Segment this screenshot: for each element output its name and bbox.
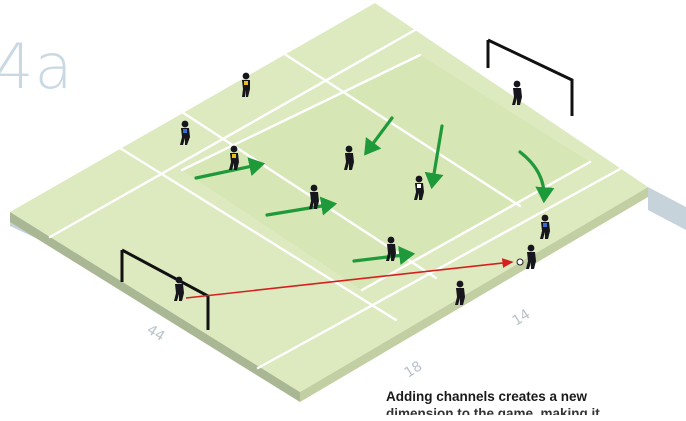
channel-line-left xyxy=(48,24,424,239)
player-figure xyxy=(180,120,190,145)
caption-line-2: dimension to the game, making it xyxy=(386,406,600,415)
pitch-side-left xyxy=(10,212,300,402)
player-figure xyxy=(512,80,522,105)
player-figure xyxy=(455,280,465,305)
caption: Adding channels creates a new dimension … xyxy=(386,388,686,415)
step-label: 4a xyxy=(0,30,74,103)
player-figure xyxy=(174,276,184,301)
zone-line-1 xyxy=(118,146,398,322)
dimension-length-label: 44 xyxy=(144,322,168,345)
goal-top-right xyxy=(486,38,574,116)
run-arrow xyxy=(352,246,416,266)
run-arrow xyxy=(194,157,266,180)
run-arrow xyxy=(265,196,338,217)
box-line-top xyxy=(180,53,422,172)
dimension-width-label: 18 xyxy=(402,358,426,381)
run-arrow xyxy=(424,124,444,190)
player-figure xyxy=(344,145,354,170)
run-arrow xyxy=(518,150,555,204)
player-figure xyxy=(309,184,319,209)
player-figure xyxy=(540,214,550,239)
pitch-side-right xyxy=(300,187,648,402)
middle-channel-shade xyxy=(182,55,590,290)
channel-line-right xyxy=(256,167,622,370)
ball-icon xyxy=(516,258,524,266)
base-shadow-right xyxy=(648,187,686,230)
player-figure xyxy=(526,244,536,269)
player-figure xyxy=(414,175,424,200)
run-arrows xyxy=(194,116,555,266)
pitch-base xyxy=(10,187,686,402)
pass-arrow xyxy=(185,258,514,299)
players xyxy=(174,72,550,305)
player-figure xyxy=(242,72,250,97)
player-figure xyxy=(229,145,239,170)
dimension-channel-label: 14 xyxy=(510,306,534,329)
caption-line-1: Adding channels creates a new xyxy=(386,389,588,404)
player-figure xyxy=(386,236,396,261)
box-line-bottom xyxy=(360,160,592,292)
run-arrow xyxy=(364,116,394,156)
zone-line-3 xyxy=(284,53,522,208)
